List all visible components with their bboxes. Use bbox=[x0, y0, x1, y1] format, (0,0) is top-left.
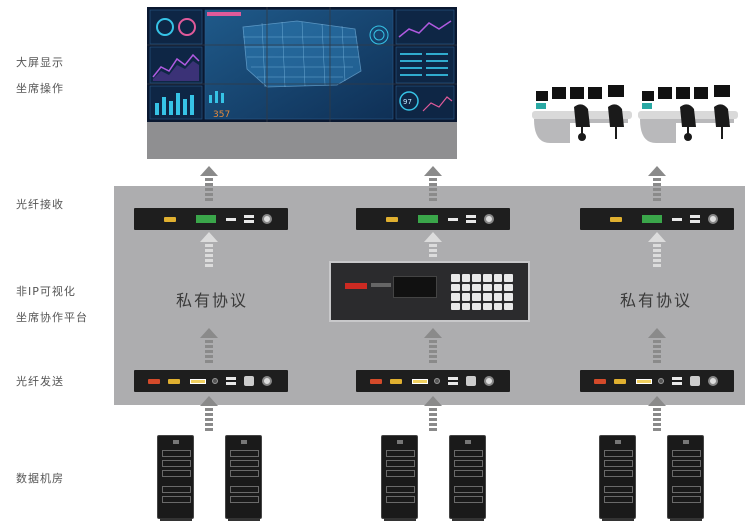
label-fiber-receive: 光纤接收 bbox=[16, 198, 64, 211]
audio-jack bbox=[658, 378, 664, 384]
pc-tower bbox=[157, 435, 194, 521]
label-platform-line2: 坐席协作平台 bbox=[16, 311, 88, 324]
displayport bbox=[190, 379, 206, 384]
hdmi-port bbox=[164, 217, 176, 222]
video-wall-dashboard: 357 97 bbox=[147, 7, 457, 122]
audio-jack bbox=[434, 378, 440, 384]
sfp-module bbox=[466, 376, 476, 386]
usb-ports bbox=[690, 215, 700, 223]
matrix-switcher bbox=[329, 261, 530, 322]
video-wall-screen: 357 97 bbox=[147, 7, 457, 122]
fiber-receiver-center bbox=[356, 208, 510, 230]
terminal-block bbox=[196, 215, 216, 223]
arrow-up-sender-right-to-protocol bbox=[648, 328, 666, 363]
arrow-up-sender-center-to-matrix bbox=[424, 328, 442, 363]
hdmi-port bbox=[610, 217, 622, 222]
usb-port bbox=[672, 218, 682, 221]
hdmi-port bbox=[386, 217, 398, 222]
arrow-up-pc-right-to-sender bbox=[648, 396, 666, 431]
fiber-connector bbox=[708, 376, 718, 386]
brand-plate bbox=[371, 283, 391, 287]
hdmi-port bbox=[370, 379, 382, 384]
pc-tower bbox=[599, 435, 636, 521]
usb-ports bbox=[226, 377, 236, 385]
fiber-connector bbox=[262, 214, 272, 224]
usb-port bbox=[226, 218, 236, 221]
arrow-up-protocol-left-to-receiver bbox=[200, 232, 218, 267]
displayport bbox=[412, 379, 428, 384]
pc-tower bbox=[449, 435, 486, 521]
arrow-up-receiver-center-to-wall bbox=[424, 166, 442, 201]
wall-gauge-value: 97 bbox=[403, 98, 412, 106]
lcd-display bbox=[393, 276, 437, 298]
sfp-module bbox=[690, 376, 700, 386]
matrix-keypad bbox=[451, 274, 513, 310]
fiber-connector bbox=[484, 376, 494, 386]
label-fiber-send: 光纤发送 bbox=[16, 375, 64, 388]
wall-readout-value: 357 bbox=[213, 110, 230, 120]
hdmi-port bbox=[148, 379, 160, 384]
hdmi-port bbox=[594, 379, 606, 384]
usb-ports bbox=[244, 215, 254, 223]
fiber-sender-center bbox=[356, 370, 510, 392]
label-display-line1: 大屏显示 bbox=[16, 56, 64, 69]
label-platform: 非IP可视化 坐席协作平台 bbox=[16, 285, 88, 325]
fiber-receiver-right bbox=[580, 208, 734, 230]
arrow-up-pc-center-to-sender bbox=[424, 396, 442, 431]
video-wall: 357 97 bbox=[147, 7, 457, 159]
sfp-module bbox=[244, 376, 254, 386]
pc-tower bbox=[225, 435, 262, 521]
arrow-up-receiver-right-to-console bbox=[648, 166, 666, 201]
label-display-line2: 坐席操作 bbox=[16, 82, 64, 95]
arrow-up-matrix-to-receiver bbox=[424, 232, 442, 257]
audio-jack bbox=[212, 378, 218, 384]
terminal-block bbox=[642, 215, 662, 223]
label-display: 大屏显示 坐席操作 bbox=[16, 56, 64, 96]
fiber-connector bbox=[484, 214, 494, 224]
hdmi-port bbox=[614, 379, 626, 384]
protocol-label-right: 私有协议 bbox=[620, 291, 693, 310]
usb-port bbox=[448, 218, 458, 221]
fiber-connector bbox=[262, 376, 272, 386]
operator-console-left bbox=[532, 85, 632, 143]
displayport bbox=[636, 379, 652, 384]
arrow-up-sender-left-to-protocol bbox=[200, 328, 218, 363]
arrow-up-pc-left-to-sender bbox=[200, 396, 218, 431]
protocol-label-left: 私有协议 bbox=[176, 291, 249, 310]
pc-tower bbox=[381, 435, 418, 521]
arrow-up-protocol-right-to-receiver bbox=[648, 232, 666, 267]
hdmi-port bbox=[390, 379, 402, 384]
terminal-block bbox=[418, 215, 438, 223]
usb-ports bbox=[466, 215, 476, 223]
brand-logo-icon bbox=[345, 283, 367, 289]
arrow-up-receiver-left-to-wall bbox=[200, 166, 218, 201]
hdmi-port bbox=[168, 379, 180, 384]
usb-ports bbox=[448, 377, 458, 385]
pc-tower bbox=[667, 435, 704, 521]
fiber-connector bbox=[708, 214, 718, 224]
usb-ports bbox=[672, 377, 682, 385]
label-platform-line1: 非IP可视化 bbox=[16, 285, 76, 298]
fiber-sender-right bbox=[580, 370, 734, 392]
label-data-room: 数据机房 bbox=[16, 472, 64, 485]
fiber-receiver-left bbox=[134, 208, 288, 230]
fiber-sender-left bbox=[134, 370, 288, 392]
operator-console-right bbox=[638, 85, 738, 143]
